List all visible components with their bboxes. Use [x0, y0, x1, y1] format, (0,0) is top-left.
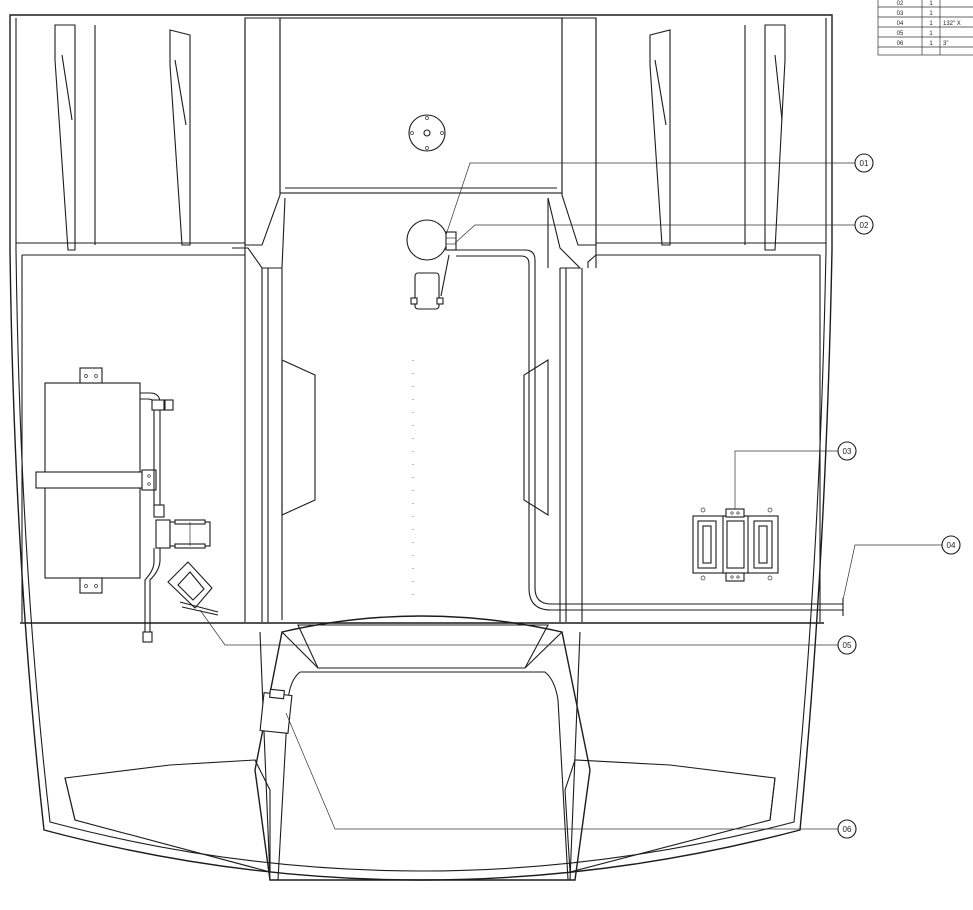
- callout-label-05: 05: [843, 641, 852, 650]
- callout-balloon-06: 06: [837, 819, 857, 839]
- parts-table: 02 1 03 1 04 1 132" X 05 1 06 1 3": [877, 0, 973, 56]
- callout-balloon-04: 04: [941, 535, 961, 555]
- callout-balloon-02: 02: [854, 215, 874, 235]
- callout-label-01: 01: [860, 159, 869, 168]
- callout-balloon-05: 05: [837, 635, 857, 655]
- parts-row-3-item: 04: [897, 21, 904, 27]
- parts-row-1-item: 02: [897, 1, 904, 7]
- parts-row-4-qty: 1: [929, 31, 933, 37]
- item-06-component: [259, 688, 293, 734]
- deck-walkway: [232, 197, 583, 622]
- item-01-02-assembly: [406, 219, 457, 310]
- item-04-hose: [456, 249, 844, 616]
- callout-label-03: 03: [843, 447, 852, 456]
- parts-row-3-qty: 1: [929, 21, 933, 27]
- callout-balloon-03: 03: [837, 441, 857, 461]
- parts-row-3-desc: 132" X: [943, 21, 961, 27]
- parts-row-5-desc: 3": [943, 41, 948, 47]
- callout-label-04: 04: [947, 541, 956, 550]
- parts-row-5-item: 06: [897, 41, 904, 47]
- callout-balloon-01: 01: [854, 153, 874, 173]
- parts-row-1-qty: 1: [929, 1, 933, 7]
- upper-compartments: [16, 18, 826, 268]
- center-helm-box: [244, 17, 597, 246]
- item-05-component: [167, 561, 219, 616]
- callout-label-02: 02: [860, 221, 869, 230]
- parts-row-5-qty: 1: [929, 41, 933, 47]
- side-compartments: [20, 254, 824, 624]
- leader-lines: [199, 162, 942, 830]
- parts-row-2-qty: 1: [929, 11, 933, 17]
- item-03-panel: [692, 507, 779, 582]
- battery-box: [35, 367, 211, 643]
- cockpit-seat: [64, 615, 776, 881]
- parts-row-2-item: 03: [897, 11, 904, 17]
- callout-label-06: 06: [843, 825, 852, 834]
- parts-row-4-item: 05: [897, 31, 904, 37]
